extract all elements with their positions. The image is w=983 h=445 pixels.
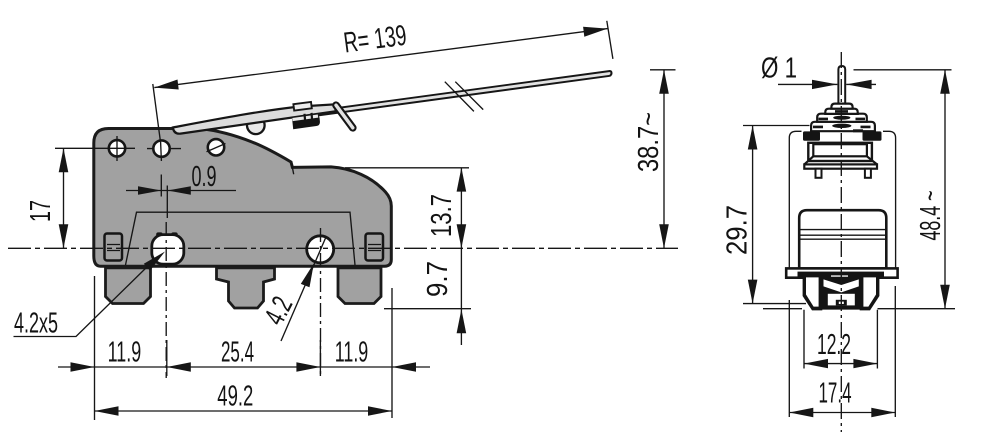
svg-text:4.2x5: 4.2x5 [14, 308, 58, 340]
svg-text:0.9: 0.9 [192, 161, 217, 193]
svg-text:29.7: 29.7 [722, 205, 754, 255]
svg-text:17: 17 [25, 200, 57, 222]
svg-text:17.4: 17.4 [819, 378, 852, 410]
svg-text:49.2: 49.2 [217, 381, 253, 413]
svg-text:11.9: 11.9 [108, 337, 142, 369]
svg-text:11.9: 11.9 [335, 337, 369, 369]
svg-text:38.7~: 38.7~ [633, 112, 665, 172]
svg-text:R= 139: R= 139 [342, 20, 409, 60]
svg-text:48.4 ~: 48.4 ~ [915, 191, 947, 241]
svg-text:9.7: 9.7 [422, 261, 454, 297]
svg-text:13.7: 13.7 [426, 194, 458, 237]
svg-text:12.2: 12.2 [817, 329, 851, 361]
svg-text:Ø 1: Ø 1 [761, 53, 797, 85]
svg-text:25.4: 25.4 [221, 337, 254, 369]
